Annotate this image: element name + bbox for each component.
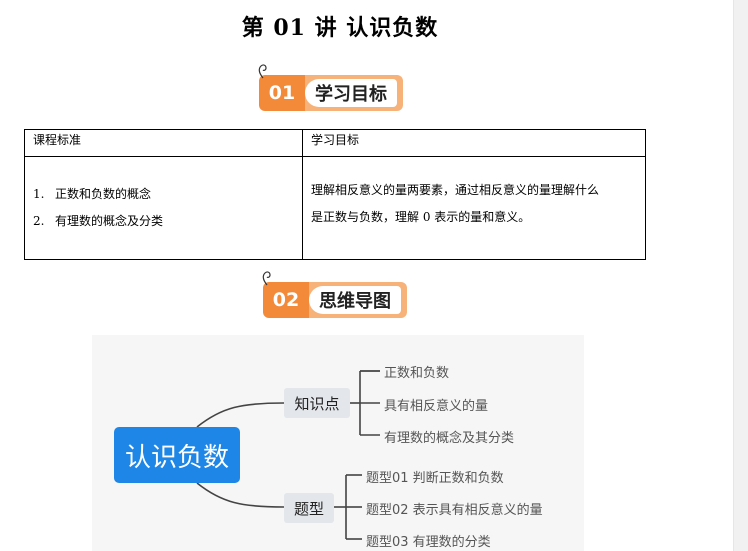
mind-map-connectors: [196, 370, 380, 540]
section-label: 思维导图: [309, 286, 401, 314]
mind-map: 认识负数 知识点 正数和负数 具有相反意义的量 有理数的概念及其分类 题型 题型…: [92, 335, 584, 551]
section-label: 学习目标: [305, 79, 397, 107]
paperclip-icon: [262, 271, 271, 286]
mind-map-root-node: 认识负数: [114, 427, 240, 483]
mind-map-leaf: 具有相反意义的量: [384, 399, 489, 414]
section-badge-learning-goals: 01 学习目标: [258, 64, 403, 111]
mind-map-leaf: 正数和负数: [384, 366, 450, 381]
section-number: 02: [263, 282, 309, 318]
standards-table: 课程标准 学习目标 1. 正数和负数的概念 2. 有理数的概念及分类 理解相反意…: [24, 129, 646, 260]
list-item: 1. 正数和负数的概念: [33, 187, 152, 201]
section-badge-mind-map: 02 思维导图: [262, 271, 407, 318]
table-header-standards: 课程标准: [24, 129, 303, 157]
mind-map-leaf: 题型02 表示具有相反意义的量: [366, 503, 543, 518]
vertical-scrollbar[interactable]: [733, 0, 748, 551]
table-header-goals: 学习目标: [302, 129, 646, 157]
mind-map-leaf: 题型01 判断正数和负数: [366, 471, 504, 486]
goal-line: 是正数与负数，理解 0 表示的量和意义。: [311, 210, 531, 224]
standards-cell: 1. 正数和负数的概念 2. 有理数的概念及分类: [24, 156, 303, 260]
page-title: 第 01 讲 认识负数: [241, 15, 439, 41]
list-item: 2. 有理数的概念及分类: [33, 214, 164, 228]
paperclip-icon: [258, 64, 267, 79]
mind-map-leaf: 有理数的概念及其分类: [384, 431, 515, 446]
section-number: 01: [259, 75, 305, 111]
mind-map-leaf: 题型03 有理数的分类: [366, 535, 491, 550]
mind-map-branch-knowledge: 知识点: [284, 388, 350, 418]
goal-line: 理解相反意义的量两要素，通过相反意义的量理解什么: [311, 183, 600, 197]
mind-map-branch-question-types: 题型: [284, 493, 334, 523]
goals-cell: 理解相反意义的量两要素，通过相反意义的量理解什么 是正数与负数，理解 0 表示的…: [302, 156, 646, 260]
